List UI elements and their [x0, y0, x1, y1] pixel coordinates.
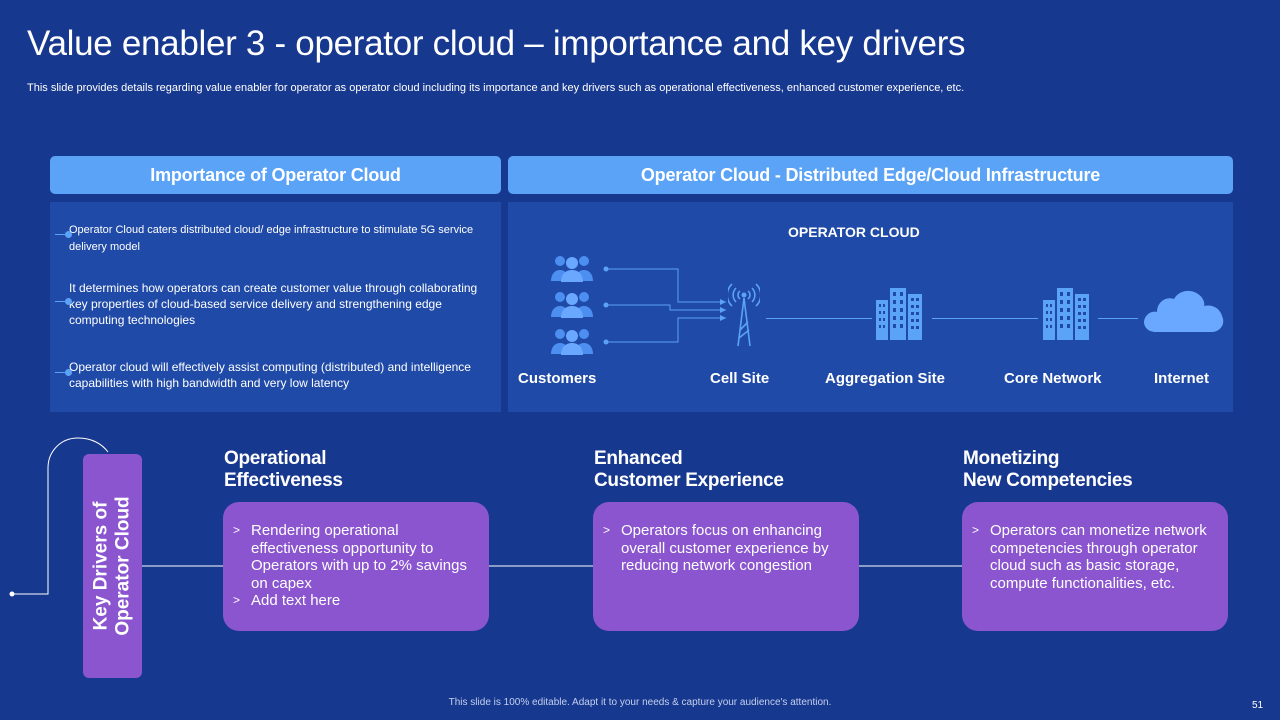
driver-point: >Rendering operational effectiveness opp… [233, 522, 467, 592]
chevron-right-icon: > [972, 523, 980, 537]
key-drivers-label-box: Key Drivers of Operator Cloud [83, 454, 142, 678]
slide-footer: This slide is 100% editable. Adapt it to… [448, 697, 832, 708]
importance-panel: Operator Cloud caters distributed cloud/… [50, 202, 501, 412]
customer-connectors [603, 266, 726, 345]
driver-point: >Add text here [233, 592, 341, 609]
building-icon [1043, 288, 1089, 340]
node-label-customers: Customers [518, 370, 597, 387]
chevron-right-icon: > [233, 523, 241, 537]
people-icon [551, 292, 593, 318]
chevron-right-icon: > [233, 593, 241, 607]
operator-cloud-label: OPERATOR CLOUD [788, 224, 920, 240]
drivers-connector-lines [9, 437, 963, 597]
infrastructure-header: Operator Cloud - Distributed Edge/Cloud … [508, 156, 1233, 194]
importance-bullet-3: Operator cloud will effectively assist c… [55, 359, 479, 391]
driver-title-operational-effectiveness: Operational Effectiveness [224, 448, 343, 491]
bullet-dot-icon [65, 298, 72, 305]
importance-header: Importance of Operator Cloud [50, 156, 501, 194]
node-label-cell-site: Cell Site [710, 370, 770, 387]
node-label-aggregation-site: Aggregation Site [825, 370, 946, 387]
connector-line [932, 318, 1038, 319]
building-icon [876, 288, 922, 340]
people-icon [551, 329, 593, 355]
slide-subtitle: This slide provides details regarding va… [27, 82, 965, 94]
slide-title: Value enabler 3 - operator cloud – impor… [27, 24, 966, 63]
bullet-dot-icon [65, 369, 72, 376]
cell-tower-icon [728, 283, 760, 347]
people-icon [551, 256, 593, 282]
driver-box-operational-effectiveness: >Rendering operational effectiveness opp… [223, 502, 489, 631]
bullet-dot-icon [65, 231, 72, 238]
importance-bullet-1: Operator Cloud caters distributed cloud/… [55, 221, 479, 255]
driver-point: >Operators focus on enhancing overall cu… [603, 522, 829, 574]
cloud-icon [1144, 290, 1224, 332]
node-label-core-network: Core Network [1004, 370, 1102, 387]
driver-title-enhanced-customer-experience: Enhanced Customer Experience [594, 448, 784, 491]
infrastructure-panel: OPERATOR CLOUD [508, 202, 1233, 412]
driver-box-enhanced-customer-experience: >Operators focus on enhancing overall cu… [593, 502, 859, 631]
driver-title-monetizing-new-competencies: Monetizing New Competencies [963, 448, 1133, 491]
driver-box-monetizing-new-competencies: >Operators can monetize network competen… [962, 502, 1228, 631]
node-label-internet: Internet [1154, 370, 1210, 387]
page-number: 51 [1252, 700, 1264, 711]
connector-line [1098, 318, 1138, 319]
key-drivers-label: Key Drivers of Operator Cloud [90, 496, 134, 636]
chevron-right-icon: > [603, 523, 611, 537]
driver-point: >Operators can monetize network competen… [972, 522, 1207, 592]
importance-bullet-2: It determines how operators can create c… [55, 280, 479, 328]
connector-line [766, 318, 872, 319]
